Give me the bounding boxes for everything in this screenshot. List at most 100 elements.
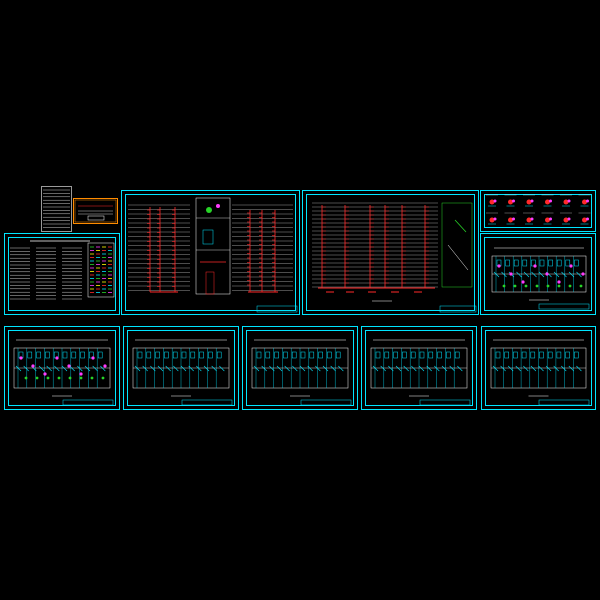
tank-symbol (205, 271, 215, 295)
plan-fixture (38, 365, 45, 372)
plan-room (504, 351, 509, 359)
riser-diagram-sheet-2 (302, 190, 479, 315)
plan-fixture (538, 365, 544, 372)
detail-symbol (493, 217, 497, 221)
plan-fixture (84, 365, 91, 372)
plan-fixture (509, 272, 513, 276)
plan-fixture (515, 365, 521, 372)
plan-fixture (441, 365, 448, 372)
detail-symbol (549, 199, 552, 203)
plan-fixture (449, 365, 455, 372)
plan-fixture (497, 264, 501, 268)
plan-fixture (388, 365, 394, 372)
plan-room (291, 351, 297, 359)
plan-fixture (173, 365, 179, 372)
plan-fixture (90, 376, 94, 380)
plan-fixture (426, 365, 432, 372)
plan-room (428, 351, 434, 359)
plan-room (318, 351, 323, 359)
plan-room (335, 351, 341, 359)
plan-fixture (531, 271, 537, 278)
plan-fixture (418, 365, 425, 372)
plan-room (216, 351, 222, 359)
plan-room (208, 351, 213, 359)
plan-fixture (261, 365, 267, 372)
plan-fixture (557, 284, 561, 288)
plan-fixture (579, 284, 583, 288)
plan-fixture (101, 376, 105, 380)
title-block (300, 399, 352, 406)
plan-fixture (521, 280, 525, 284)
plan-fixture (507, 365, 514, 372)
detail-symbol (512, 217, 515, 221)
plan-fixture (535, 284, 539, 288)
title-block (62, 399, 114, 406)
plan-room (539, 259, 545, 267)
plan-fixture (57, 376, 61, 380)
title-block (538, 399, 590, 406)
plan-fixture (292, 365, 298, 372)
detail-symbol (508, 217, 513, 223)
plan-fixture (523, 365, 529, 372)
plan-room (513, 259, 519, 267)
plan-room (574, 259, 579, 267)
plan-fixture (457, 365, 463, 372)
detail-symbol (526, 199, 532, 205)
valve-symbol (206, 207, 212, 213)
plan-room (45, 351, 50, 359)
plan-room (309, 351, 315, 359)
plan-fixture (411, 365, 417, 372)
plan-fixture (502, 284, 506, 288)
plan-room (565, 259, 571, 267)
detail-frame (195, 197, 231, 295)
detail-symbol (582, 199, 587, 205)
plan-fixture (91, 356, 95, 360)
plan-fixture (15, 365, 22, 372)
plan-fixture (557, 280, 561, 284)
plan-fixture (269, 365, 275, 372)
stamp-box (87, 215, 105, 221)
plan-fixture (338, 365, 344, 372)
plan-room (556, 259, 562, 267)
detail-symbol (493, 199, 497, 203)
title-block (256, 305, 298, 313)
plan-room (505, 259, 510, 267)
plan-room (71, 351, 77, 359)
plan-fixture (284, 365, 290, 372)
detail-symbol (549, 217, 552, 221)
title-block (538, 303, 590, 310)
plan-fixture (211, 365, 217, 372)
detail-panel (441, 202, 473, 288)
plan-fixture (203, 365, 210, 372)
plan-fixture (561, 271, 567, 278)
plan-fixture (545, 272, 549, 276)
plan-fixture (500, 365, 506, 372)
detail-pipe (454, 219, 467, 233)
plan-fixture (68, 376, 72, 380)
detail-symbol (545, 217, 550, 223)
plan-fixture (545, 365, 552, 372)
plan-room (80, 351, 85, 359)
plan-room (437, 351, 442, 359)
cover-title-stamp (73, 198, 118, 224)
plan-fixture (92, 365, 98, 372)
plan-room (521, 351, 527, 359)
plan-fixture (55, 356, 59, 360)
plan-room (446, 351, 451, 359)
plan-fixture (54, 365, 60, 372)
plan-fixture (533, 264, 537, 268)
plan-room (327, 351, 332, 359)
plan-fixture (372, 365, 379, 372)
detail-symbol (586, 199, 589, 203)
plan-room (274, 351, 279, 359)
plan-fixture (538, 271, 545, 278)
plan-fixture (150, 365, 156, 372)
plan-fixture (553, 365, 559, 372)
plan-fixture (395, 365, 402, 372)
plan-fixture (24, 376, 28, 380)
plan-room (36, 351, 41, 359)
plan-fixture (434, 365, 440, 372)
plan-fixture (253, 365, 260, 372)
plan-room (556, 351, 562, 359)
